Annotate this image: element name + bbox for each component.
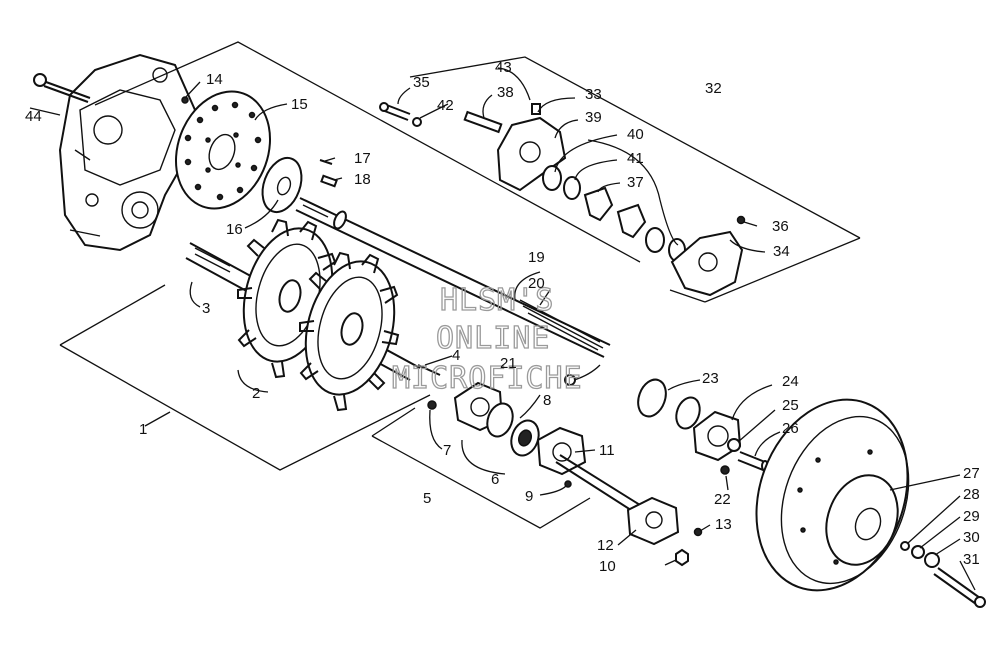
- callout-30: 30: [963, 529, 980, 546]
- washer-29: [911, 545, 925, 559]
- callout-28: 28: [963, 486, 980, 503]
- callout-39: 39: [585, 109, 602, 126]
- bolt-7: [427, 400, 437, 410]
- bolt-22: [720, 465, 730, 475]
- caliper-half-34: [670, 230, 744, 297]
- watermark: HLSM'S ONLINE MICROFICHE: [391, 282, 583, 396]
- watermark-line-2: ONLINE: [436, 321, 550, 356]
- watermark-line-1: HLSM'S: [440, 283, 554, 318]
- leader-lines: [29, 67, 976, 591]
- callout-27: 27: [963, 465, 980, 482]
- callout-26: 26: [782, 420, 799, 437]
- assembly-bracket-5: [371, 407, 591, 529]
- seal-40: [563, 176, 581, 200]
- callout-36: 36: [772, 218, 789, 235]
- driven-pulley-27: [755, 398, 910, 592]
- callout-25: 25: [782, 397, 799, 414]
- callout-38: 38: [497, 84, 514, 101]
- callout-44: 44: [25, 108, 42, 125]
- washer-25: [727, 438, 741, 452]
- assembly-bracket-1: [59, 41, 641, 471]
- callout-20: 20: [528, 275, 545, 292]
- callout-32: 32: [705, 80, 722, 97]
- shaft-19-20: [519, 299, 604, 351]
- washer-42: [412, 117, 422, 127]
- callout-9: 9: [525, 488, 533, 505]
- bolt-13: [693, 527, 703, 537]
- callout-21: 21: [500, 355, 517, 372]
- callout-10: 10: [599, 558, 616, 575]
- hub-16: [261, 156, 303, 214]
- bolt-35: [379, 102, 411, 121]
- driveshaft-sprockets: [185, 218, 421, 412]
- part-4: [417, 364, 441, 376]
- nut-9: [564, 480, 572, 488]
- part-14: [181, 96, 189, 104]
- bleeder-36: [736, 215, 746, 225]
- callout-1: 1: [139, 421, 147, 438]
- callout-17: 17: [354, 150, 371, 167]
- caliper-33: [496, 103, 567, 192]
- callout-7: 7: [443, 442, 451, 459]
- callout-35: 35: [413, 74, 430, 91]
- callout-16: 16: [226, 221, 243, 238]
- callout-19: 19: [528, 249, 545, 266]
- callout-34: 34: [773, 243, 790, 260]
- shaft-lower: [555, 454, 641, 513]
- piston-right: [645, 227, 665, 253]
- callout-23: 23: [702, 370, 719, 387]
- bearing-8: [486, 402, 540, 457]
- callout-8: 8: [543, 392, 551, 409]
- pin-38: [463, 110, 503, 134]
- callout-11: 11: [599, 442, 615, 459]
- washer-30: [924, 552, 940, 568]
- callout-24: 24: [782, 373, 799, 390]
- seal-flange-24: [692, 410, 742, 462]
- bolt-44: [33, 73, 91, 103]
- bearing-23: [637, 378, 701, 430]
- callout-5: 5: [423, 490, 431, 507]
- watermark-line-3: MICROFICHE: [392, 361, 583, 396]
- chaincase-housing: [58, 53, 197, 252]
- bolt-31: [933, 567, 986, 608]
- callout-33: 33: [585, 86, 602, 103]
- callout-14: 14: [206, 71, 223, 88]
- callout-15: 15: [291, 96, 308, 113]
- callout-29: 29: [963, 508, 980, 525]
- callout-18: 18: [354, 171, 371, 188]
- assembly-bracket-32: [409, 56, 861, 303]
- spacer-26: [737, 451, 769, 472]
- callout-2: 2: [252, 385, 260, 402]
- callout-22: 22: [714, 491, 731, 508]
- callout-13: 13: [715, 516, 732, 533]
- brake-disc-15: [174, 90, 272, 210]
- brake-pads-37: [583, 186, 647, 239]
- piston-41: [542, 165, 562, 191]
- callout-12: 12: [597, 537, 614, 554]
- part-17: [319, 159, 333, 165]
- part-28: [900, 541, 910, 551]
- callout-6: 6: [491, 471, 499, 488]
- nut-10: [675, 548, 689, 567]
- callout-37: 37: [627, 174, 644, 191]
- callout-3: 3: [202, 300, 210, 317]
- callout-43: 43: [495, 59, 512, 76]
- callout-40: 40: [627, 126, 644, 143]
- callout-labels: 1 2 3 4 5 6 7 8 9 10 11 12 13 14 15 16 1…: [25, 59, 980, 575]
- bearing-cap-12: [626, 496, 680, 546]
- callout-31: 31: [963, 551, 980, 568]
- key-18: [320, 174, 338, 188]
- callout-41: 41: [627, 150, 644, 167]
- callout-4: 4: [452, 347, 460, 364]
- callout-42: 42: [437, 97, 454, 114]
